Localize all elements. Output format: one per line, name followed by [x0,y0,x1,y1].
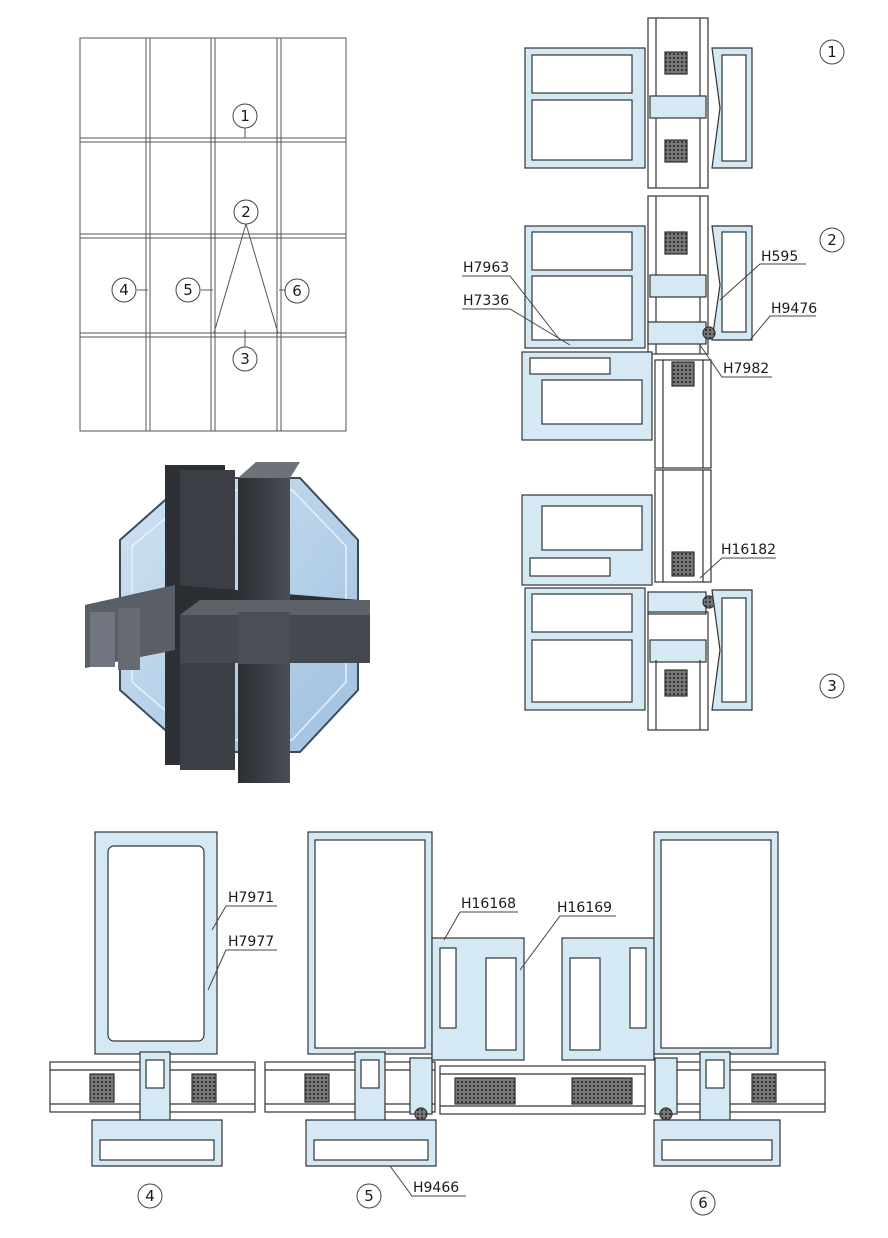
elevation-grid [79,37,347,432]
svg-text:5: 5 [183,281,193,299]
section-marker-1: 1 [819,39,845,65]
horizontal-section-4 [49,831,256,1167]
cross-section-render [85,462,370,783]
label-h7336: H7336 [463,293,509,309]
section-marker-6: 6 [690,1190,716,1216]
label-h16169: H16169 [557,900,612,916]
section-marker-2: 2 [819,227,845,253]
horizontal-section-6 [653,831,826,1167]
section-marker-3: 3 [819,673,845,699]
svg-text:4: 4 [145,1187,155,1205]
svg-text:1: 1 [827,43,837,61]
section-marker-5: 5 [356,1183,382,1209]
label-h7971: H7971 [228,890,274,906]
elevation-markers: 1 2 3 4 5 6 [111,103,310,372]
horizontal-mid-frames [431,937,655,1115]
label-h16182: H16182 [721,542,776,558]
label-h7977: H7977 [228,934,274,950]
svg-text:3: 3 [827,677,837,695]
svg-text:3: 3 [240,350,250,368]
marker-6: 6 [284,278,310,304]
vertical-section-markers: 1 2 3 [819,39,845,699]
svg-text:2: 2 [241,203,251,221]
vertical-section-2 [521,195,753,469]
marker-2: 2 [233,199,259,225]
marker-3: 3 [232,346,258,372]
section-marker-4: 4 [137,1183,163,1209]
label-h7963: H7963 [463,260,509,276]
horizontal-leaders [207,905,616,1197]
label-h9476: H9476 [771,301,817,317]
marker-4: 4 [111,277,137,303]
svg-text:6: 6 [698,1194,708,1212]
svg-text:4: 4 [119,281,129,299]
label-h9466: H9466 [413,1180,459,1196]
horizontal-section-5 [264,831,437,1167]
svg-text:1: 1 [240,107,250,125]
svg-text:6: 6 [292,282,302,300]
svg-text:2: 2 [827,231,837,249]
label-h16168: H16168 [461,896,516,912]
svg-text:5: 5 [364,1187,374,1205]
label-h7982: H7982 [723,361,769,377]
horizontal-section-labels: H7971 H7977 H16168 H16169 H9466 [228,890,612,1196]
vertical-leaders [462,263,816,579]
vertical-section-labels: H7963 H7336 H595 H9476 H7982 H16182 [463,249,817,558]
vertical-section-1 [524,17,753,189]
vertical-section-3 [521,469,753,731]
horizontal-section-markers: 4 5 6 [137,1183,716,1216]
marker-5: 5 [175,277,201,303]
label-h595: H595 [761,249,798,265]
marker-1: 1 [232,103,258,129]
